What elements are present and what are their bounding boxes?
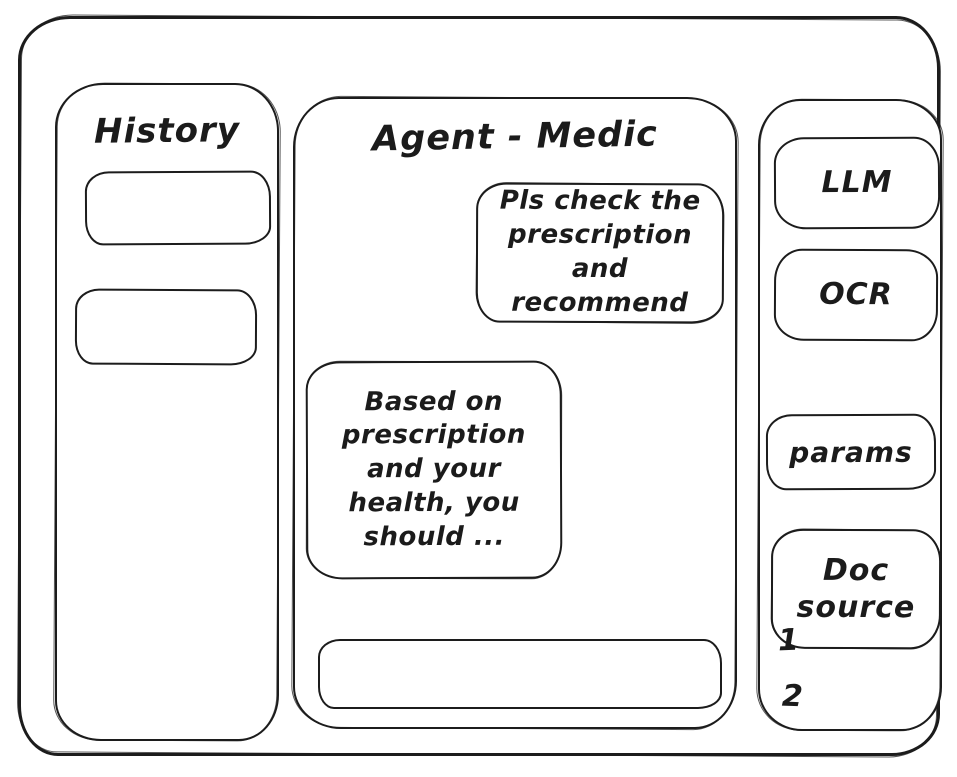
chat-panel: Agent - Medic Pls check the prescription… <box>293 97 737 729</box>
ocr-button[interactable]: OCR <box>773 248 939 342</box>
assistant-message-text: Based on prescription and your health, y… <box>341 386 526 552</box>
history-panel: History <box>55 83 279 741</box>
message-input[interactable] <box>318 639 722 709</box>
doc-source-item-2[interactable]: 2 <box>781 678 805 715</box>
doc-source-button-label: Doc source <box>796 552 916 626</box>
tools-panel: LLM OCR params Doc source 1 2 <box>758 99 942 731</box>
window-frame: History Agent - Medic Pls check the pres… <box>18 16 942 756</box>
params-button[interactable]: params <box>765 413 937 491</box>
history-item[interactable] <box>74 288 258 366</box>
user-message-text: Pls check the prescription and recommend <box>499 186 701 319</box>
llm-button[interactable]: LLM <box>773 136 941 230</box>
ocr-button-label: OCR <box>819 277 893 313</box>
assistant-message-bubble: Based on prescription and your health, y… <box>305 360 563 580</box>
params-button-label: params <box>789 435 913 469</box>
llm-button-label: LLM <box>821 165 893 201</box>
history-title: History <box>93 110 241 152</box>
history-item[interactable] <box>84 170 272 246</box>
user-message-bubble: Pls check the prescription and recommend <box>475 182 725 324</box>
doc-source-item-1[interactable]: 1 <box>777 622 801 659</box>
chat-title: Agent - Medic <box>371 114 659 160</box>
